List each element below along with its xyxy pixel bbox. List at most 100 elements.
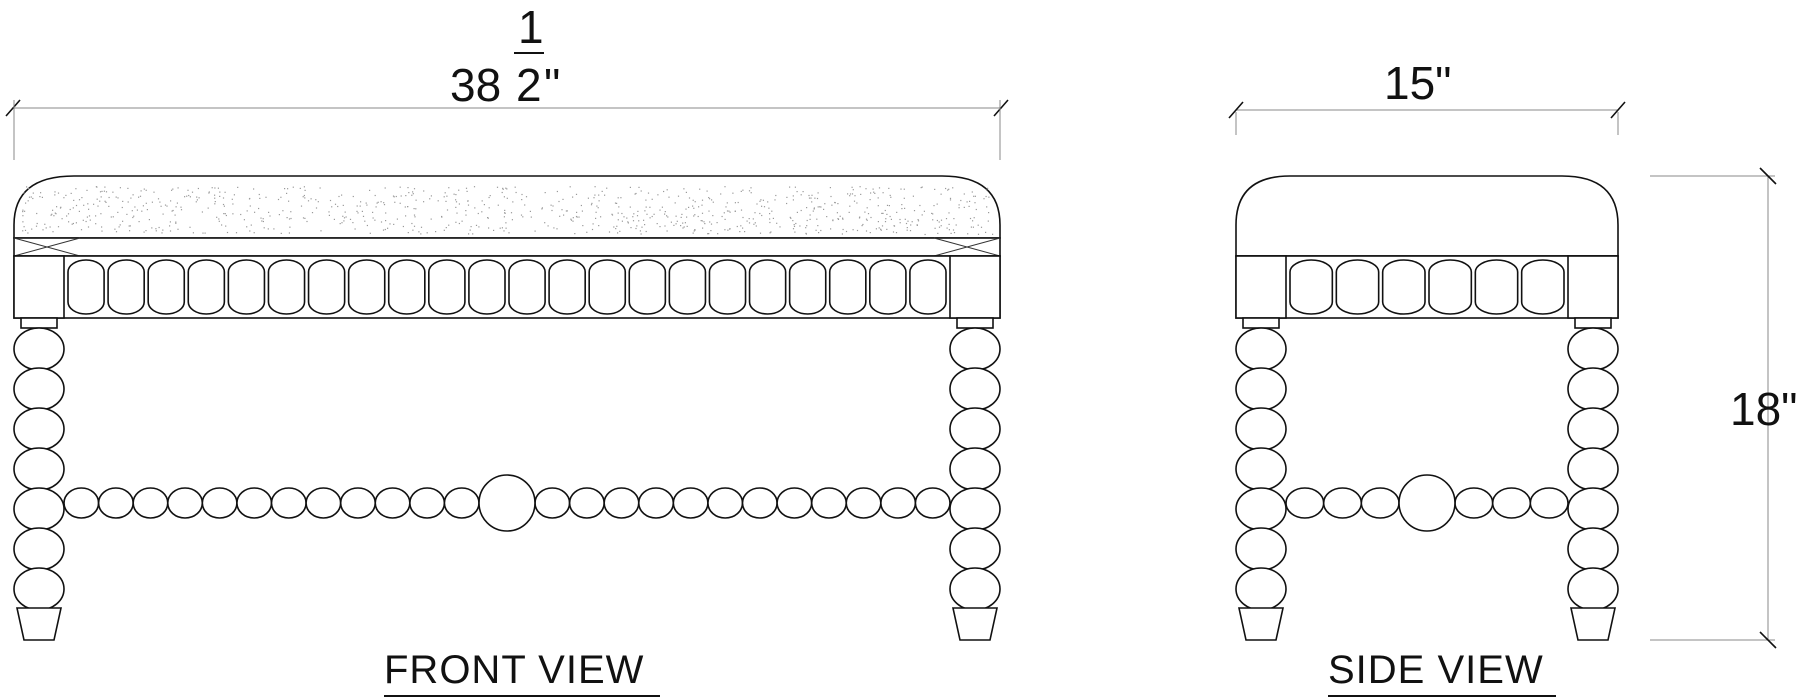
speckle-dot [896, 211, 898, 213]
speckle-dot [99, 191, 102, 193]
speckle-dot [488, 227, 490, 229]
leg-bead [949, 367, 1001, 411]
speckle-dot [465, 214, 467, 216]
speckle-dot [196, 196, 198, 198]
speckle-dot [389, 223, 391, 225]
speckle-dot [906, 229, 908, 231]
speckle-dot [458, 203, 460, 205]
speckle-dot [980, 226, 983, 228]
speckle-dot [790, 217, 792, 219]
speckle-dot [24, 229, 27, 231]
speckle-dot [746, 220, 748, 222]
speckle-dot [877, 205, 879, 207]
speckle-dot [384, 187, 386, 189]
speckle-dot [701, 220, 703, 222]
speckle-dot [41, 196, 43, 198]
speckle-dot [598, 194, 600, 196]
leg-bead [1235, 487, 1287, 531]
speckle-dot [487, 217, 489, 219]
speckle-dot [693, 207, 695, 209]
leg-foot [952, 607, 998, 641]
speckle-dot [932, 213, 934, 215]
speckle-dot [680, 216, 682, 218]
speckle-dot [195, 201, 197, 203]
speckle-dot [901, 208, 903, 210]
speckle-dot [118, 226, 120, 228]
speckle-dot [87, 203, 89, 205]
speckle-dot [356, 205, 358, 207]
speckle-dot [75, 204, 78, 207]
stretcher-bead [1454, 487, 1494, 519]
speckle-dot [759, 200, 761, 202]
speckle-dot [569, 186, 571, 188]
stretcher-bead [201, 487, 238, 519]
speckle-dot [384, 228, 386, 231]
speckle-dot [130, 197, 132, 199]
speckle-dot [510, 212, 513, 214]
speckle-dot [717, 233, 719, 235]
speckle-dot [837, 218, 839, 220]
speckle-dot [344, 211, 346, 213]
speckle-dot [122, 200, 124, 202]
speckle-dot [177, 228, 179, 230]
speckle-dot [505, 227, 507, 229]
speckle-dot [659, 226, 661, 228]
speckle-dot [290, 211, 292, 213]
speckle-dot [196, 199, 198, 201]
speckle-dot [909, 230, 912, 232]
speckle-dot [677, 195, 680, 197]
front-width-label: 38 [450, 58, 501, 112]
speckle-dot [945, 218, 948, 220]
speckle-dot [701, 199, 704, 201]
leg-bead [949, 447, 1001, 491]
stretcher-bead [568, 487, 605, 519]
speckle-dot [701, 212, 704, 214]
speckle-dot [383, 204, 386, 206]
speckle-dot [214, 201, 216, 203]
speckle-dot [866, 207, 868, 209]
speckle-dot [385, 220, 387, 222]
speckle-dot [51, 213, 53, 215]
speckle-dot [505, 222, 507, 224]
speckle-dot [675, 223, 677, 225]
speckle-dot [752, 218, 754, 220]
speckle-dot [243, 219, 245, 221]
speckle-dot [869, 199, 871, 201]
speckle-dot [114, 228, 116, 230]
speckle-dot [576, 211, 578, 213]
speckle-dot [411, 194, 413, 196]
speckle-dot [525, 196, 528, 198]
speckle-dot [552, 205, 554, 207]
speckle-dot [412, 193, 414, 195]
speckle-dot [162, 229, 164, 231]
speckle-dot [413, 188, 416, 190]
speckle-dot [472, 233, 474, 235]
speckle-dot [645, 199, 647, 201]
speckle-dot [396, 218, 398, 220]
speckle-dot [866, 219, 868, 221]
speckle-dot [792, 228, 795, 230]
speckle-dot [716, 222, 718, 224]
stretcher-bead [305, 487, 342, 519]
speckle-dot [161, 232, 163, 234]
speckle-dot [786, 202, 788, 205]
speckle-dot [888, 205, 890, 207]
speckle-dot [172, 209, 174, 212]
speckle-dot [504, 212, 506, 214]
speckle-dot [145, 189, 147, 191]
speckle-dot [385, 212, 387, 214]
apron-spindle [267, 259, 306, 315]
speckle-dot [101, 230, 103, 232]
front-width-whole: 38 [450, 59, 502, 111]
speckle-dot [732, 192, 734, 194]
speckle-dot [726, 210, 729, 212]
speckle-dot [32, 197, 34, 200]
speckle-dot [101, 226, 103, 228]
speckle-dot [586, 231, 588, 233]
leg-bead [1235, 327, 1287, 371]
speckle-dot [117, 197, 119, 199]
speckle-dot [420, 226, 423, 228]
speckle-dot [629, 206, 631, 208]
speckle-dot [508, 232, 510, 234]
stretcher-bead [845, 487, 882, 519]
